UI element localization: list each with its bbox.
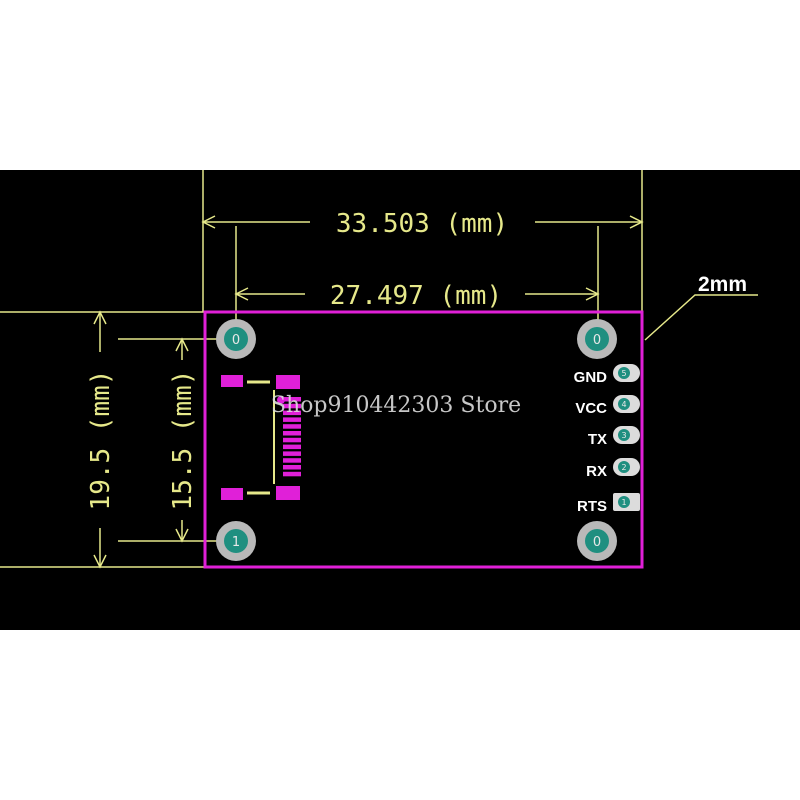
mount-hole-top-left: 0 [216, 319, 256, 359]
pin-label: TX [588, 431, 607, 448]
mount-hole-label: 0 [232, 333, 240, 348]
fpc-pad [283, 444, 301, 450]
inner-height-dimension: 15.5 (mm) [168, 337, 198, 543]
fpc-pad [283, 410, 301, 416]
connector-footprint [221, 375, 301, 500]
outer-height-label: 19.5 (mm) [86, 370, 116, 511]
board-outline [203, 310, 644, 569]
pin-header: GND 5 VCC 4 TX 3 RX 2 RTS 1 [574, 364, 640, 515]
fpc-pad [283, 397, 301, 402]
pin-gnd: GND 5 [574, 364, 640, 386]
pin-label: RTS [577, 498, 607, 515]
mount-hole-label: 1 [232, 535, 240, 550]
fpc-pad [283, 465, 301, 470]
outer-height-dimension: 19.5 (mm) [86, 310, 116, 569]
fpc-pad [283, 471, 301, 477]
watermark-text: Shop910442303 Store [271, 393, 521, 418]
pin-vcc: VCC 4 [575, 395, 640, 417]
mount-hole-label: 0 [593, 535, 601, 550]
mount-pad [221, 488, 243, 500]
inner-height-label: 15.5 (mm) [168, 370, 198, 511]
fpc-pad [283, 458, 301, 463]
fpc-pad [283, 431, 301, 436]
inner-width-label: 27.497 (mm) [330, 281, 502, 311]
mount-pad [221, 375, 243, 387]
fpc-pad-row [283, 397, 301, 477]
pin-rx: RX 2 [586, 458, 640, 480]
hole-size-callout: 2mm [644, 273, 758, 341]
mount-hole-bottom-right: 0 [577, 521, 617, 561]
pin-number: 1 [621, 498, 626, 507]
mount-pad [276, 486, 300, 500]
fpc-pad [283, 451, 301, 456]
mount-pad [276, 375, 300, 389]
pin1-marker [277, 396, 285, 404]
fpc-pad [283, 403, 301, 409]
pin-number: 2 [621, 463, 626, 472]
diagram-background [0, 170, 800, 630]
outer-width-label: 33.503 (mm) [336, 209, 508, 239]
pin-tx: TX 3 [588, 426, 640, 448]
pin-number: 4 [621, 400, 626, 409]
mount-hole-bottom-left: 1 [216, 521, 256, 561]
pin-label: VCC [575, 400, 607, 417]
mount-hole-label: 0 [593, 333, 601, 348]
hole-size-label: 2mm [698, 273, 747, 296]
fpc-pad [283, 424, 301, 429]
mount-hole-top-right: 0 [577, 319, 617, 359]
pin-rts: RTS 1 [577, 493, 640, 515]
inner-width-dimension: 27.497 (mm) [234, 281, 600, 311]
pin-label: RX [586, 463, 607, 480]
fpc-pad [283, 417, 301, 422]
pin-number: 5 [621, 369, 626, 378]
pin-number: 3 [621, 431, 626, 440]
fpc-pad [283, 437, 301, 443]
pin-label: GND [574, 369, 608, 386]
outer-width-dimension: 33.503 (mm) [201, 209, 644, 239]
